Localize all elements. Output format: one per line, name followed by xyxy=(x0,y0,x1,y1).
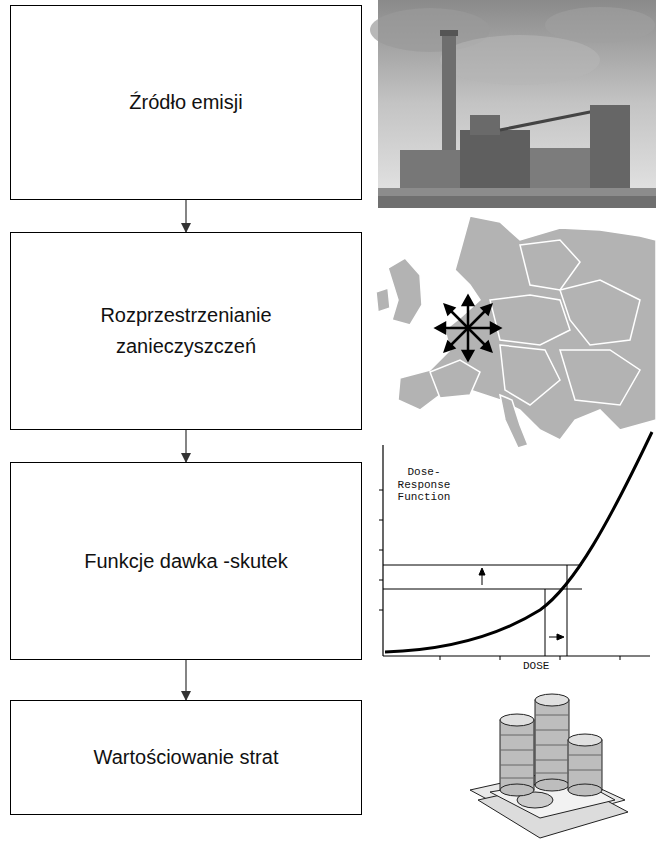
flow-arrow xyxy=(185,430,186,462)
dose-response-graph xyxy=(379,432,652,660)
process-box: Rozprzestrzenianie zanieczyszczeń xyxy=(10,232,362,430)
figure-label: DOSE xyxy=(522,660,550,673)
flow-arrow xyxy=(185,200,186,232)
flow-arrow xyxy=(185,660,186,700)
box-content: Źródło emisji xyxy=(129,87,242,118)
factory-photo xyxy=(370,0,656,208)
process-box: Źródło emisji xyxy=(10,5,362,200)
process-box: Wartościowanie strat xyxy=(10,700,362,815)
figure-label: Dose-Response Function xyxy=(392,466,456,504)
box-label: Wartościowanie strat xyxy=(94,742,279,773)
box-content: Rozprzestrzenianie zanieczyszczeń xyxy=(71,300,301,362)
box-label: Źródło emisji xyxy=(129,87,242,118)
process-box: Funkcje dawka -skutek xyxy=(10,462,362,660)
europe-map xyxy=(376,216,656,448)
box-content: Funkcje dawka -skutek xyxy=(84,546,287,577)
box-label: Funkcje dawka -skutek xyxy=(84,546,287,577)
box-content: Wartościowanie strat xyxy=(94,742,279,773)
spread-arrows xyxy=(436,296,500,360)
box-label: Rozprzestrzenianie zanieczyszczeń xyxy=(71,300,301,362)
money-illustration xyxy=(470,694,628,838)
